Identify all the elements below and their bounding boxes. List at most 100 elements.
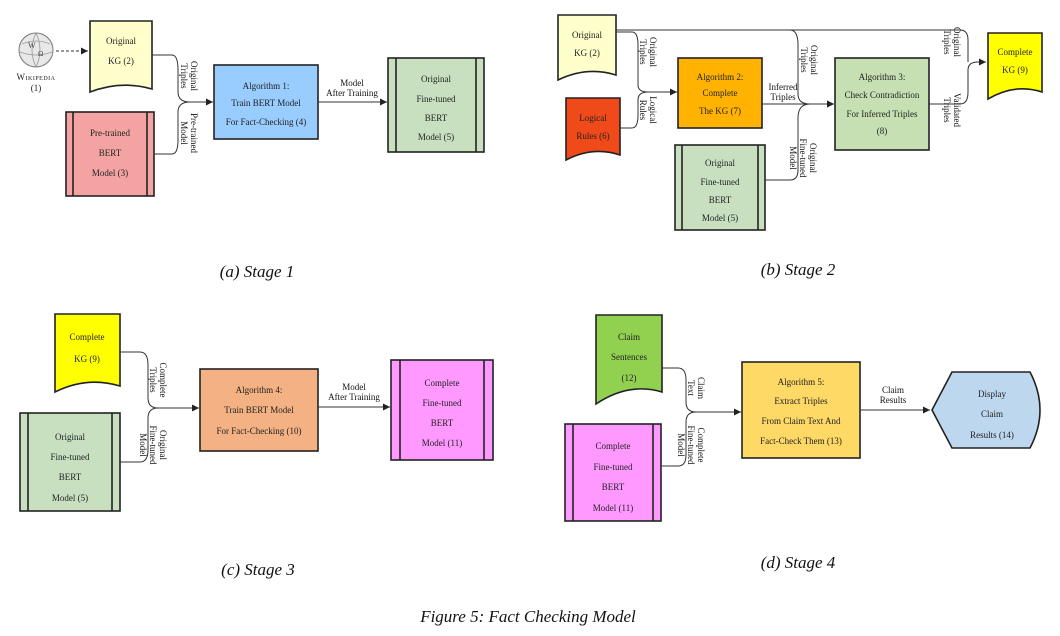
s3-edge-m2: Fine-tuned	[148, 426, 158, 465]
s2-a2-l3: The KG (7)	[699, 106, 741, 116]
figure-caption: Figure 5: Fact Checking Model	[419, 607, 636, 626]
s2-edge-lr-1: Logical	[648, 96, 658, 124]
s2-algorithm2-box	[677, 57, 763, 129]
s1-edge-after-2: After Training	[326, 88, 378, 98]
s2-rules-l2: Rules (6)	[576, 131, 609, 141]
s3-edge-after-1: Model	[342, 382, 366, 392]
stage4: Claim Sentences (12) Complete Fine-tuned…	[564, 314, 1041, 572]
s3-edge-t1: Complete	[158, 363, 168, 398]
s1-pretrained-bert-box	[65, 111, 155, 197]
s3-complete-kg-doc	[54, 313, 121, 394]
stage1-caption: (a) Stage 1	[220, 262, 295, 281]
s4-cm-l4: Model (11)	[593, 503, 633, 513]
stage3-caption: (c) Stage 3	[221, 560, 295, 579]
s2-ft-l1: Original	[705, 158, 735, 168]
wikipedia-globe-icon: W Ω	[18, 32, 54, 68]
s3-a4-l3: For Fact-Checking (10)	[217, 426, 302, 436]
s1-ft-l4: Model (5)	[418, 132, 454, 142]
s1-edge-triples-1: Original	[189, 61, 199, 91]
s2-a2-l1: Algorithm 2:	[697, 72, 744, 82]
s4-claim-l2: Sentences	[611, 352, 647, 362]
s3-cm-l4: Model (11)	[422, 438, 462, 448]
s2-edge-ot-b1: Original	[809, 45, 819, 75]
s2-edge-m2: Fine-tuned	[798, 139, 808, 178]
s4-disp-l2: Claim	[981, 409, 1003, 419]
s2-edge-ot-b2: Triples	[799, 47, 809, 73]
stage2-caption: (b) Stage 2	[761, 260, 836, 279]
wikipedia-id: (1)	[31, 83, 42, 93]
s2-finetuned-bert-box	[674, 144, 766, 231]
s2-original-kg-doc	[557, 14, 617, 82]
s3-edge-m1: Original	[158, 430, 168, 460]
s2-edge-m1: Original	[808, 143, 818, 173]
s4-edge-r2: Results	[880, 395, 907, 405]
s4-claim-doc	[595, 314, 663, 406]
wikipedia-label: Wikipedia	[17, 72, 56, 82]
s3-cm-l3: BERT	[431, 418, 454, 428]
s2-edge-v1: Validated	[952, 93, 962, 127]
svg-text:Ω: Ω	[38, 50, 43, 58]
s4-disp-l3: Results (14)	[970, 430, 1014, 440]
s1-edge-model-2: Model	[179, 121, 189, 145]
s1-pretrained-l1: Pre-trained	[90, 128, 130, 138]
s1-kg-line2: KG (2)	[108, 56, 134, 66]
s2-ft-l2: Fine-tuned	[701, 177, 740, 187]
s4-a5-l4: Fact-Check Them (13)	[760, 436, 842, 446]
s4-cm-l3: BERT	[602, 482, 625, 492]
s3-edge-t2: Triples	[148, 367, 158, 393]
s1-kg-line1: Original	[106, 36, 136, 46]
stage1: W Ω Wikipedia (1) Original KG (2) Pre-tr…	[17, 20, 485, 281]
s3-ckg-l1: Complete	[70, 332, 105, 342]
s1-algo-l2: Train BERT Model	[231, 98, 301, 108]
s2-edge-ot-top2: Triples	[942, 29, 952, 55]
s4-a5-l1: Algorithm 5:	[778, 377, 825, 387]
s1-ft-l1: Original	[421, 74, 451, 84]
s3-finetuned-bert-box	[19, 412, 121, 512]
s2-kg-l2: KG (2)	[574, 48, 600, 58]
s4-claim-l1: Claim	[618, 332, 640, 342]
s4-cm-l2: Fine-tuned	[594, 462, 633, 472]
stage2: Original KG (2) Logical Rules (6) Origin…	[557, 14, 1043, 279]
s3-complete-bert-box	[390, 359, 494, 461]
s3-ft-l4: Model (5)	[52, 493, 88, 503]
s3-ft-l2: Fine-tuned	[51, 452, 90, 462]
s2-edge-inf-2: Triples	[770, 92, 796, 102]
s3-ft-l3: BERT	[59, 472, 82, 482]
s4-claim-l3: (12)	[622, 373, 637, 383]
s4-disp-l1: Display	[978, 389, 1006, 399]
s2-edge-ot-a2: Triples	[638, 39, 648, 65]
s3-cm-l1: Complete	[425, 378, 460, 388]
s4-a5-l2: Extract Triples	[774, 396, 828, 406]
s2-a2-l2: Complete	[703, 88, 738, 98]
s1-algo-l1: Algorithm 1:	[243, 81, 290, 91]
s4-edge-m2: Fine-tuned	[686, 426, 696, 465]
s4-a5-l3: From Claim Text And	[762, 416, 841, 426]
s4-edge-m3: Model	[676, 433, 686, 457]
s2-edge-ot-top1: Original	[952, 27, 962, 57]
s2-edge-v2: Triples	[942, 97, 952, 123]
s3-edge-m3: Model	[138, 433, 148, 457]
s1-original-kg-doc	[89, 20, 153, 94]
s2-edge-ot-a1: Original	[648, 37, 658, 67]
s1-ft-l2: Fine-tuned	[417, 94, 456, 104]
s3-cm-l2: Fine-tuned	[423, 398, 462, 408]
s1-edge-triples-2: Triples	[179, 63, 189, 89]
s4-edge-r1: Claim	[882, 385, 904, 395]
s2-edge-m3: Model	[788, 146, 798, 170]
stage3: Complete KG (9) Original Fine-tuned BERT…	[19, 313, 494, 579]
s2-a3-l3: For Inferred Triples	[847, 109, 918, 119]
s4-algorithm5-box	[741, 361, 861, 459]
s2-logical-rules-doc	[565, 97, 621, 162]
s2-ckg-l2: KG (9)	[1002, 65, 1028, 75]
s3-algorithm4-box	[199, 368, 319, 452]
s2-ft-l3: BERT	[709, 195, 732, 205]
s2-a3-l1: Algorithm 3:	[859, 72, 906, 82]
s2-rules-l1: Logical	[579, 113, 607, 123]
s1-algo-l3: For Fact-Checking (4)	[226, 117, 306, 127]
s1-ft-l3: BERT	[425, 113, 448, 123]
s3-edge-after-2: After Training	[328, 392, 380, 402]
s4-edge-c1: Claim	[696, 377, 706, 399]
s2-complete-kg-doc	[987, 32, 1043, 101]
s4-edge-c2: Text	[686, 380, 696, 396]
s1-pretrained-l3: Model (3)	[92, 168, 128, 178]
